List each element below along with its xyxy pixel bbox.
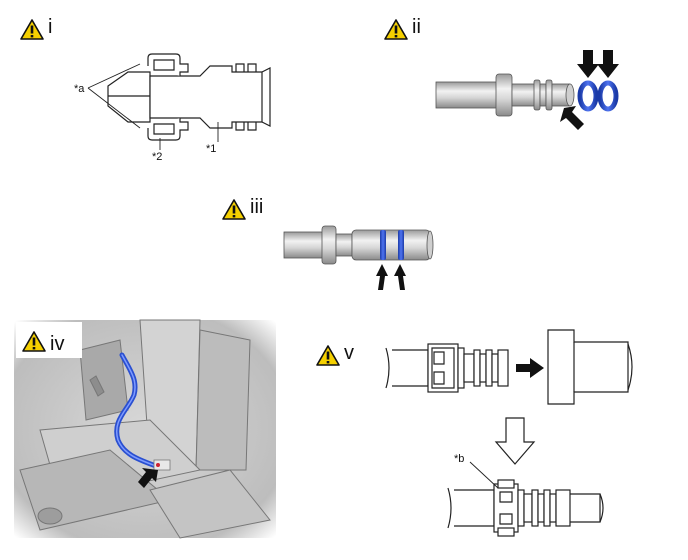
arrow-up-icon xyxy=(394,264,406,290)
warning-icon xyxy=(20,19,44,40)
arrow-right-icon xyxy=(516,358,544,378)
callout-2: *2 xyxy=(152,151,162,163)
o-ring xyxy=(398,230,404,260)
arrow-down-outline-icon xyxy=(494,417,536,465)
o-ring xyxy=(597,80,619,112)
arrow-up-icon xyxy=(376,264,388,290)
step-ii: ii xyxy=(384,16,619,130)
connector-after xyxy=(447,479,604,537)
pipe-end-drawing xyxy=(435,73,575,117)
callout-1: *1 xyxy=(206,143,216,155)
callout-a: *a xyxy=(74,83,85,95)
warning-icon xyxy=(384,19,408,40)
callout-lines xyxy=(87,63,219,150)
connector-before xyxy=(385,343,509,393)
o-ring xyxy=(577,80,599,112)
step-label-ii: ii xyxy=(412,16,421,38)
step-v: v xyxy=(316,329,633,537)
hose-connector xyxy=(153,459,171,471)
arrow-down-icon xyxy=(577,50,599,78)
step-label-iv: iv xyxy=(50,333,64,355)
arrow-diagonal-icon xyxy=(138,468,158,488)
vehicle-structure xyxy=(19,319,271,539)
callout-line xyxy=(469,461,499,489)
step-iii: iii xyxy=(222,196,434,290)
callout-b: *b xyxy=(454,453,464,465)
step-label-i: i xyxy=(48,16,52,38)
step-iv: iv xyxy=(14,319,276,539)
arrow-diagonal-icon xyxy=(560,106,584,130)
o-ring xyxy=(380,230,386,260)
step-i: i *a *2 *1 xyxy=(20,16,271,163)
warning-icon xyxy=(222,199,246,220)
warning-icon xyxy=(316,345,340,366)
connector-mark xyxy=(156,463,160,467)
arrow-down-icon xyxy=(597,50,619,78)
pipe-fitting xyxy=(547,329,633,405)
pipe-with-o-rings-drawing xyxy=(283,225,434,265)
quick-connector-drawing xyxy=(107,53,271,141)
step-label-iii: iii xyxy=(250,196,263,218)
step-label-v: v xyxy=(344,342,354,364)
